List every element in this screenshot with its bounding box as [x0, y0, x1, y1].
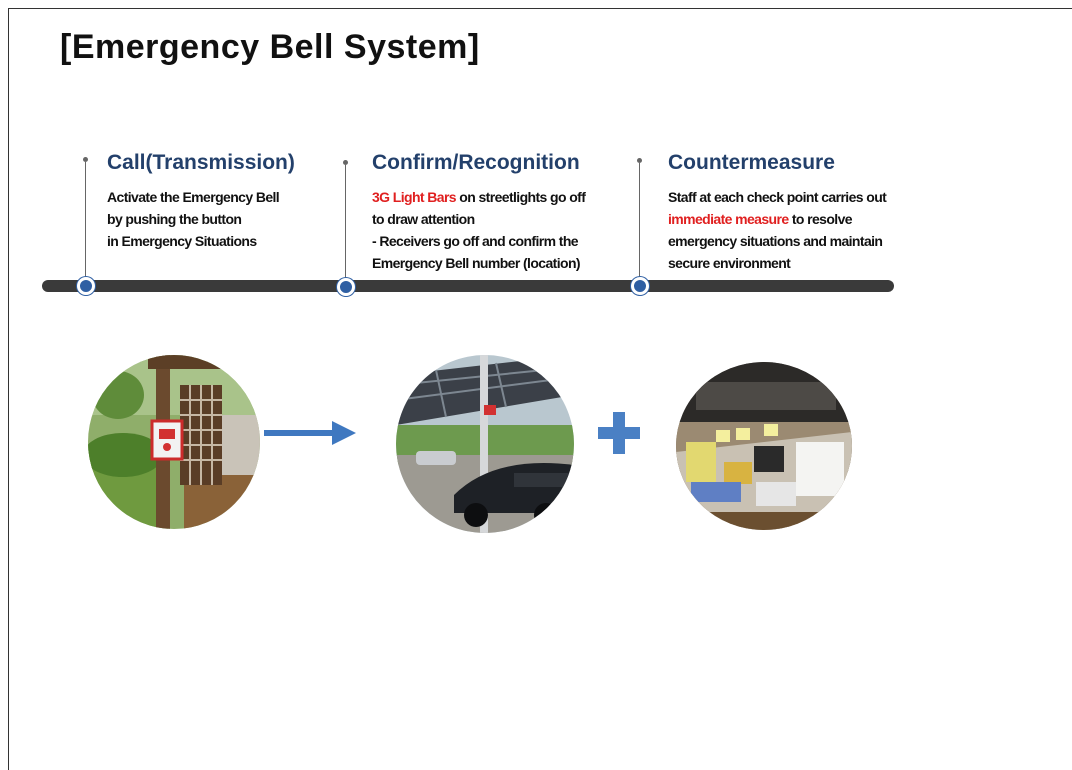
step-3-line-2: immediate measure to resolve: [668, 208, 886, 230]
emergency-bell-pole-photo: [88, 355, 260, 529]
step-2-line-1: 3G Light Bars on streetlights go off: [372, 186, 586, 208]
step-1-line: in Emergency Situations: [107, 233, 257, 249]
slide-frame: [8, 8, 1072, 770]
timeline-stem-2: [345, 165, 346, 280]
step-2-line-1-rest: on streetlights go off: [456, 189, 586, 205]
security-desk-photo: [676, 362, 852, 530]
highlight-text: immediate measure: [668, 211, 789, 227]
step-3-line-1: Staff at each check point carries out: [668, 189, 887, 205]
step-3-heading: Countermeasure: [668, 151, 835, 174]
timeline-dot-1: [83, 157, 88, 162]
timeline-node-1: [77, 277, 95, 295]
plus-icon: [598, 412, 640, 459]
page-title: [Emergency Bell System]: [60, 28, 480, 66]
timeline-stem-1: [85, 162, 86, 280]
step-3-body: Staff at each check point carries out im…: [668, 186, 887, 274]
step-1-line: by pushing the button: [107, 211, 242, 227]
timeline-stem-3: [639, 163, 640, 280]
timeline-bar: [42, 280, 894, 292]
timeline-node-3: [631, 277, 649, 295]
step-1-heading: Call(Transmission): [107, 151, 295, 174]
parking-lot-streetlight-photo: [396, 355, 574, 533]
step-2-line-2: to draw attention: [372, 211, 475, 227]
step-3-line-3: emergency situations and maintain: [668, 233, 883, 249]
step-3-line-2-rest: to resolve: [788, 211, 853, 227]
step-2-body: 3G Light Bars on streetlights go off to …: [372, 186, 586, 274]
timeline-dot-3: [637, 158, 642, 163]
highlight-text: 3G Light Bars: [372, 189, 457, 205]
step-2-heading: Confirm/Recognition: [372, 151, 580, 174]
step-1-body: Activate the Emergency Bell by pushing t…: [107, 186, 280, 252]
timeline-dot-2: [343, 160, 348, 165]
step-1-line: Activate the Emergency Bell: [107, 189, 280, 205]
timeline-node-2: [337, 278, 355, 296]
step-3-line-4: secure environment: [668, 255, 791, 271]
right-arrow-icon: [264, 421, 356, 450]
step-2-line-3: - Receivers go off and confirm the: [372, 233, 579, 249]
step-2-line-4: Emergency Bell number (location): [372, 255, 581, 271]
